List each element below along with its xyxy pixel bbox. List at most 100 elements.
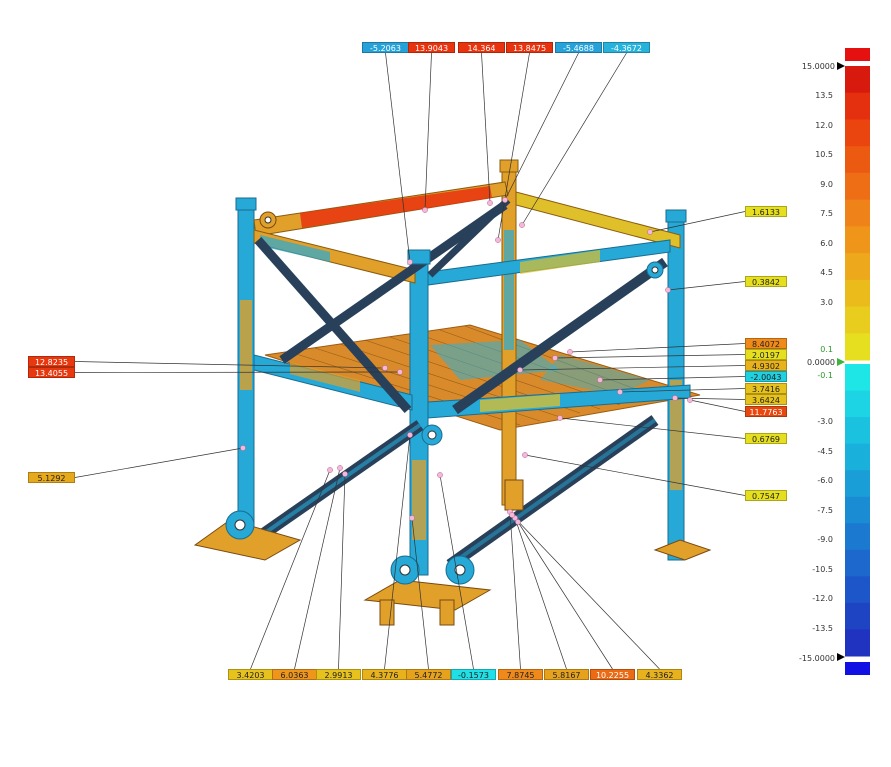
deviation-label-right: 0.6769 <box>745 433 787 444</box>
measurement-point <box>487 200 493 206</box>
colorbar-segment <box>845 226 870 254</box>
colorbar-segment <box>845 496 870 524</box>
colorbar-zero-marker <box>837 358 845 366</box>
measurement-point <box>519 222 525 228</box>
deviation-label-bottom: 10.2255 <box>590 669 635 680</box>
leader-line <box>689 399 746 412</box>
measurement-point <box>397 369 403 375</box>
measurement-point <box>687 397 693 403</box>
measurement-point <box>327 467 333 473</box>
colorbar-tick-label: 4.5 <box>820 268 833 277</box>
brace-left-cross-2 <box>279 201 508 364</box>
measurement-point <box>407 259 413 265</box>
colorbar-tick-label: 13.5 <box>815 91 833 100</box>
measurement-point <box>665 287 671 293</box>
deviation-label-bottom: 5.4772 <box>406 669 451 680</box>
top-beam-right <box>515 191 681 249</box>
deviation-label-bottom: 3.4203 <box>228 669 273 680</box>
deviation-label-right: 4.9302 <box>745 360 787 371</box>
deviation-label-bottom: 4.3776 <box>362 669 407 680</box>
colorbar-segment <box>845 333 870 361</box>
deviation-label-right: 3.7416 <box>745 383 787 394</box>
colorbar-tick-label: -12.0 <box>812 594 833 603</box>
colorbar-tick-label: -6.0 <box>817 476 833 485</box>
deviation-label-right: 8.4072 <box>745 338 787 349</box>
colorbar-segment <box>845 279 870 308</box>
leader-line <box>250 469 331 670</box>
colorbar-segment <box>845 549 870 577</box>
colorbar-limit-label: 15.0000 <box>801 62 835 71</box>
leader-line <box>599 376 746 381</box>
deviation-label-top: 13.9043 <box>408 42 455 53</box>
colorbar-segment <box>845 199 870 227</box>
measurement-point <box>495 237 501 243</box>
leader-line <box>674 397 746 400</box>
leader-line <box>74 371 401 373</box>
measurement-point <box>502 197 508 203</box>
measurement-point <box>382 365 388 371</box>
leader-line <box>338 473 346 670</box>
colorbar-segment <box>845 172 870 201</box>
colorbar-tick-label: 10.5 <box>815 150 833 159</box>
colorbar-segment <box>845 92 870 120</box>
brace-front-diag <box>452 257 668 415</box>
colorbar-segment <box>845 602 870 630</box>
colorbar-segment <box>845 390 870 418</box>
deviation-label-right: 2.0197 <box>745 349 787 360</box>
base-plate-right <box>653 539 712 561</box>
colorbar-segment <box>845 523 870 551</box>
leader-line <box>509 511 521 670</box>
measurement-point <box>409 515 415 521</box>
colorbar-overflow-top <box>845 48 870 61</box>
deviation-label-right: 3.6424 <box>745 394 787 405</box>
measurement-point <box>422 207 428 213</box>
base-plate-front <box>363 579 492 611</box>
measurement-point <box>597 377 603 383</box>
steel-frame <box>193 159 712 626</box>
leader-line <box>517 521 613 670</box>
measurement-point <box>517 367 523 373</box>
leader-line <box>411 517 429 670</box>
colorbar-limit-label: -15.0000 <box>799 654 835 663</box>
leader-line <box>511 514 660 670</box>
leader-line <box>569 343 746 353</box>
leader-line <box>619 388 746 393</box>
measurement-point <box>337 465 343 471</box>
leader-line <box>514 517 567 670</box>
colorbar-tick-label: -13.5 <box>812 624 833 633</box>
post-rear-center-foot <box>504 479 524 511</box>
leader-line <box>384 434 411 670</box>
leader-line <box>74 447 244 478</box>
colorbar-tick-label: 3.0 <box>820 298 833 307</box>
measurement-point <box>342 471 348 477</box>
colorbar-tick-label: -3.0 <box>817 417 833 426</box>
leader-line <box>424 52 432 211</box>
deviation-label-left: 12.8235 <box>28 356 75 367</box>
colorbar-segment <box>845 146 870 174</box>
color-scale-bar <box>837 48 870 675</box>
colorbar-tick-label: 6.0 <box>820 239 833 248</box>
deviation-label-right: 11.7763 <box>745 406 787 417</box>
base-plate-left <box>193 519 302 561</box>
measurement-point <box>672 395 678 401</box>
brace-back-diag <box>427 197 511 278</box>
colorbar-limit-label: 0.0000 <box>807 358 835 367</box>
measurement-point <box>647 229 653 235</box>
leader-line <box>497 52 530 241</box>
leader-line <box>294 467 341 670</box>
deviation-label-bottom: 2.9913 <box>316 669 361 680</box>
colorbar-tick-label: -4.5 <box>817 447 833 456</box>
deviation-label-right: 0.7547 <box>745 490 787 501</box>
colorbar-tick-label: 12.0 <box>815 121 833 130</box>
leader-lines <box>74 52 746 670</box>
deviation-label-bottom: -0.1573 <box>451 669 496 680</box>
colorbar-min-marker <box>837 653 845 661</box>
deviation-label-bottom: 6.0363 <box>272 669 317 680</box>
measurement-point <box>240 445 246 451</box>
colorbar-segment <box>845 66 870 94</box>
deviation-label-right: -2.0043 <box>745 371 787 382</box>
colorbar-tick-label: -10.5 <box>812 565 833 574</box>
colorbar-segment <box>845 470 870 498</box>
measurement-point <box>509 512 515 518</box>
